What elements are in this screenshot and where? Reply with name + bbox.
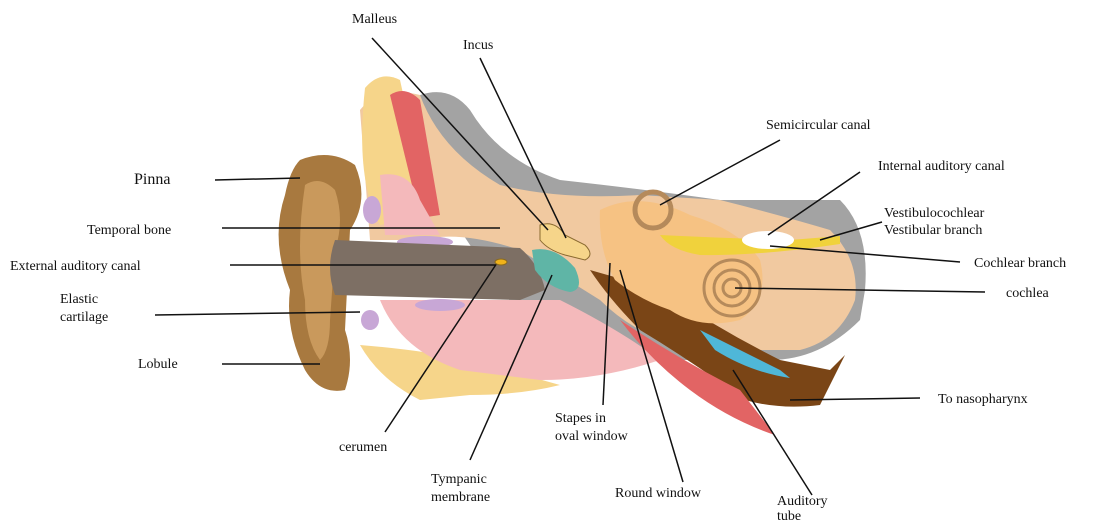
auditory-canal	[330, 240, 545, 300]
cartilage-upper	[363, 196, 381, 224]
cartilage-lower-2	[415, 299, 465, 311]
label-cerumen: cerumen	[339, 439, 387, 456]
internal-canal-white	[742, 231, 794, 249]
label-tympanic-membrane-line2: membrane	[431, 489, 490, 506]
label-elastic-cartilage-line2: cartilage	[60, 309, 108, 326]
label-temporal-bone: Temporal bone	[87, 222, 171, 239]
label-vestibular-branch: Vestibular branch	[884, 222, 982, 239]
label-elastic-cartilage-line1: Elastic	[60, 291, 98, 308]
cartilage-lower-1	[361, 310, 379, 330]
label-lobule: Lobule	[138, 356, 178, 373]
label-pinna: Pinna	[134, 171, 170, 188]
label-vestibulocochlear: Vestibulocochlear	[884, 205, 984, 222]
label-internal-auditory-canal: Internal auditory canal	[878, 158, 1005, 175]
cerumen-blob	[495, 259, 507, 265]
leader-pinna	[215, 178, 300, 180]
label-malleus: Malleus	[352, 11, 397, 28]
leader-semicircular	[660, 140, 780, 205]
label-auditory-tube-line2: tube	[777, 508, 801, 524]
label-external-auditory-canal: External auditory canal	[10, 258, 141, 275]
label-tympanic-membrane-line1: Tympanic	[431, 471, 487, 488]
label-cochlea: cochlea	[1006, 285, 1049, 302]
label-stapes-line2: oval window	[555, 428, 628, 445]
label-incus: Incus	[463, 37, 493, 54]
label-stapes-line1: Stapes in	[555, 410, 606, 427]
label-semicircular-canal: Semicircular canal	[766, 117, 871, 134]
label-to-nasopharynx: To nasopharynx	[938, 391, 1028, 408]
label-cochlear-branch: Cochlear branch	[974, 255, 1066, 272]
label-round-window: Round window	[615, 485, 701, 502]
